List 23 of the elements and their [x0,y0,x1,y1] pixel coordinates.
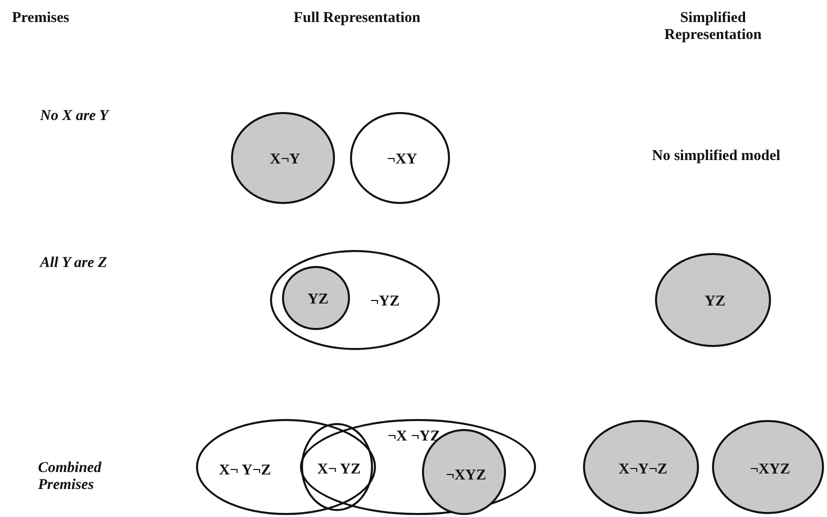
set-label: YZ [704,294,726,310]
premise-label: No X are Y [40,108,108,126]
set-label: ¬XYZ [750,462,790,478]
premise-label: Combined Premises [38,460,102,494]
premise-label: All Y are Z [40,255,108,272]
shaded-circle [282,266,350,330]
set-label: ¬YZ [370,294,400,310]
column-heading: Simplified Representation [663,10,763,44]
set-label: ¬XY [386,152,418,168]
set-label: X¬Y¬Z [618,462,668,478]
set-label: X¬Y [270,152,300,168]
set-label: ¬XYZ [446,468,486,484]
note: No simplified model [652,148,780,166]
circle [301,423,373,511]
circle [196,419,376,515]
column-heading: Premises [12,10,70,28]
circle [270,250,440,350]
column-heading: Full Representation [292,10,422,28]
circle [300,419,536,515]
set-label: X¬ Y¬Z [219,462,271,480]
set-label: YZ [308,292,328,308]
set-label: X¬ YZ [317,462,361,478]
circle [350,112,450,204]
